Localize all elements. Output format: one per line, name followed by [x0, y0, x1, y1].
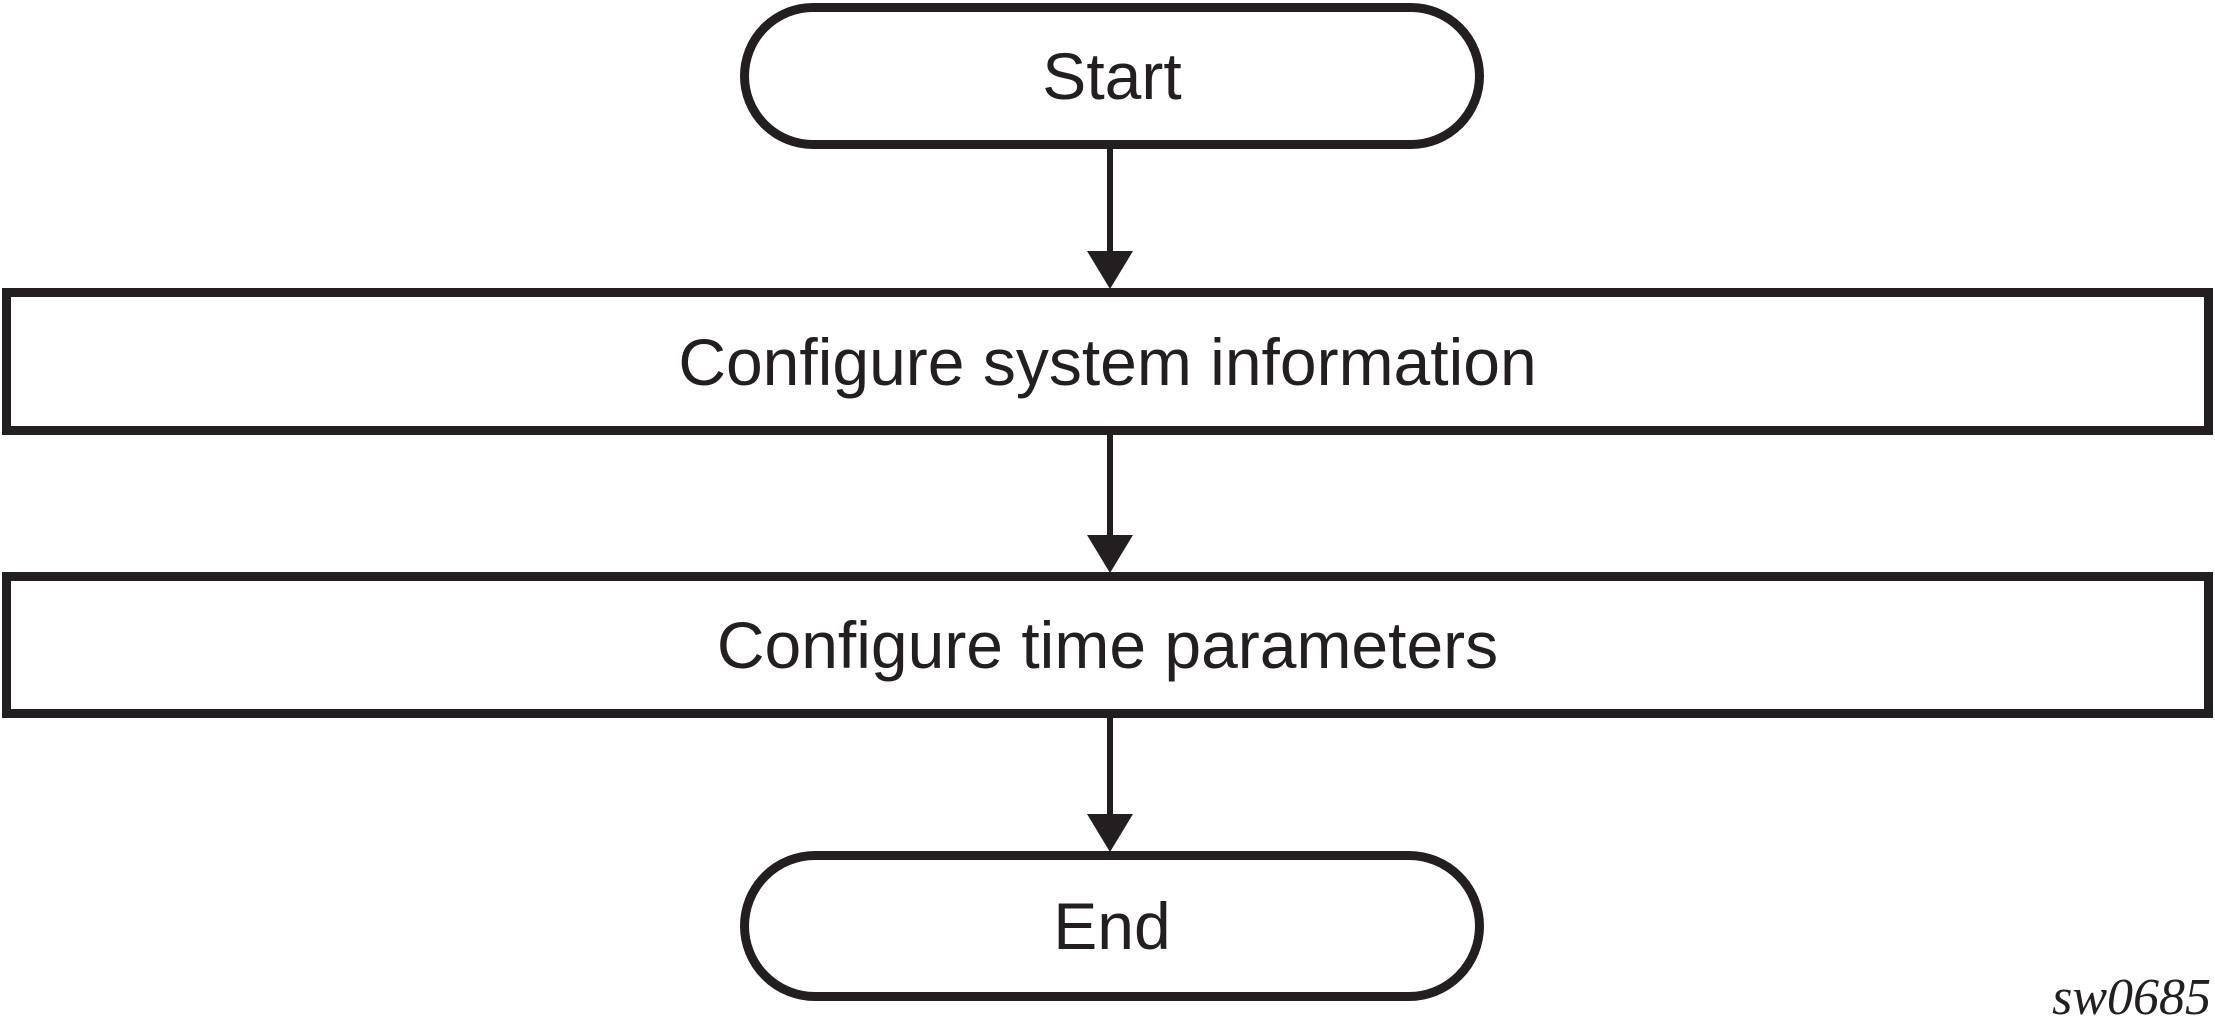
end-node-label: End	[1053, 889, 1171, 963]
process-node-label: Configure system information	[678, 324, 1537, 399]
arrow-shaft-step1-to-step2	[1107, 433, 1113, 537]
process-node-label: Configure time parameters	[716, 608, 1499, 682]
arrow-shaft-step2-to-end	[1107, 716, 1113, 816]
arrow-head-icon	[1087, 251, 1133, 289]
arrow-shaft-start-to-step1	[1107, 145, 1113, 253]
process-node-configure-time-parameters: Configure time parameters	[2, 572, 2213, 718]
process-node-configure-system-information: Configure system information	[2, 288, 2213, 435]
start-terminator-node: Start	[740, 3, 1484, 149]
arrow-head-icon	[1087, 535, 1133, 573]
arrow-head-icon	[1087, 814, 1133, 852]
end-terminator-node: End	[740, 851, 1484, 1001]
figure-id-label: sw0685	[2052, 969, 2211, 1026]
start-node-label: Start	[1042, 39, 1182, 113]
